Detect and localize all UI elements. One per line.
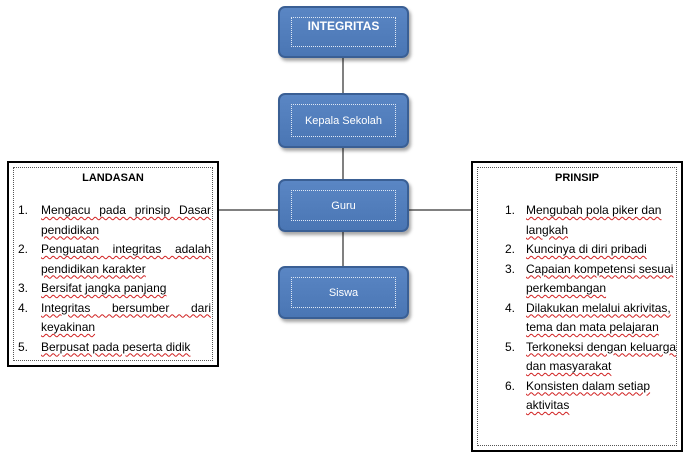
landasan-item: 3.Bersifat jangka panjang <box>18 281 167 295</box>
landasan-title: LANDASAN <box>82 172 144 184</box>
landasan-item: 1.Mengacu pada prinsip Dasar pendidikan <box>18 203 211 237</box>
kepala-sekolah-label: Kepala Sekolah <box>304 114 383 127</box>
siswa-label: Siswa <box>328 286 359 299</box>
landasan-dotted-frame <box>13 167 213 361</box>
prinsip-item: 2.Kuncinya di diri pribadi <box>505 242 647 256</box>
prinsip-item: 3.Capaian kompetensi sesuai perkembangan <box>505 261 674 296</box>
landasan-list: 1.Mengacu pada prinsip Dasar pendidikan … <box>18 201 211 357</box>
guru-node: Guru <box>278 179 409 232</box>
prinsip-list: 1.Mengubah pola piker dan langkah 2.Kunc… <box>505 201 677 416</box>
prinsip-item: 4.Dilakukan melalui akrivitas, tema dan … <box>505 300 671 335</box>
integritas-label: INTEGRITAS <box>307 19 380 33</box>
landasan-item: 4.Integritas bersumber dari keyakinan <box>18 300 211 335</box>
prinsip-title: PRINSIP <box>554 172 599 184</box>
siswa-node: Siswa <box>278 266 409 319</box>
prinsip-item: 6.Konsisten dalam setiap aktivitas <box>505 378 651 413</box>
prinsip-item: 5.Terkoneksi dengan keluarga dan masyara… <box>505 339 677 374</box>
guru-label: Guru <box>331 199 356 212</box>
prinsip-panel: PRINSIP 1.Mengubah pola piker dan langka… <box>471 161 683 452</box>
landasan-panel: LANDASAN 1.Mengacu pada prinsip Dasar pe… <box>7 161 219 367</box>
landasan-item: 2.Penguatan integritas adalah pendidikan… <box>18 242 211 276</box>
integritas-node: INTEGRITAS <box>278 6 409 58</box>
kepala-sekolah-node: Kepala Sekolah <box>278 93 409 148</box>
landasan-item: 5.Berpusat pada peserta didik <box>18 339 191 354</box>
prinsip-dotted-frame <box>477 167 677 446</box>
prinsip-item: 1.Mengubah pola piker dan langkah <box>505 203 662 237</box>
